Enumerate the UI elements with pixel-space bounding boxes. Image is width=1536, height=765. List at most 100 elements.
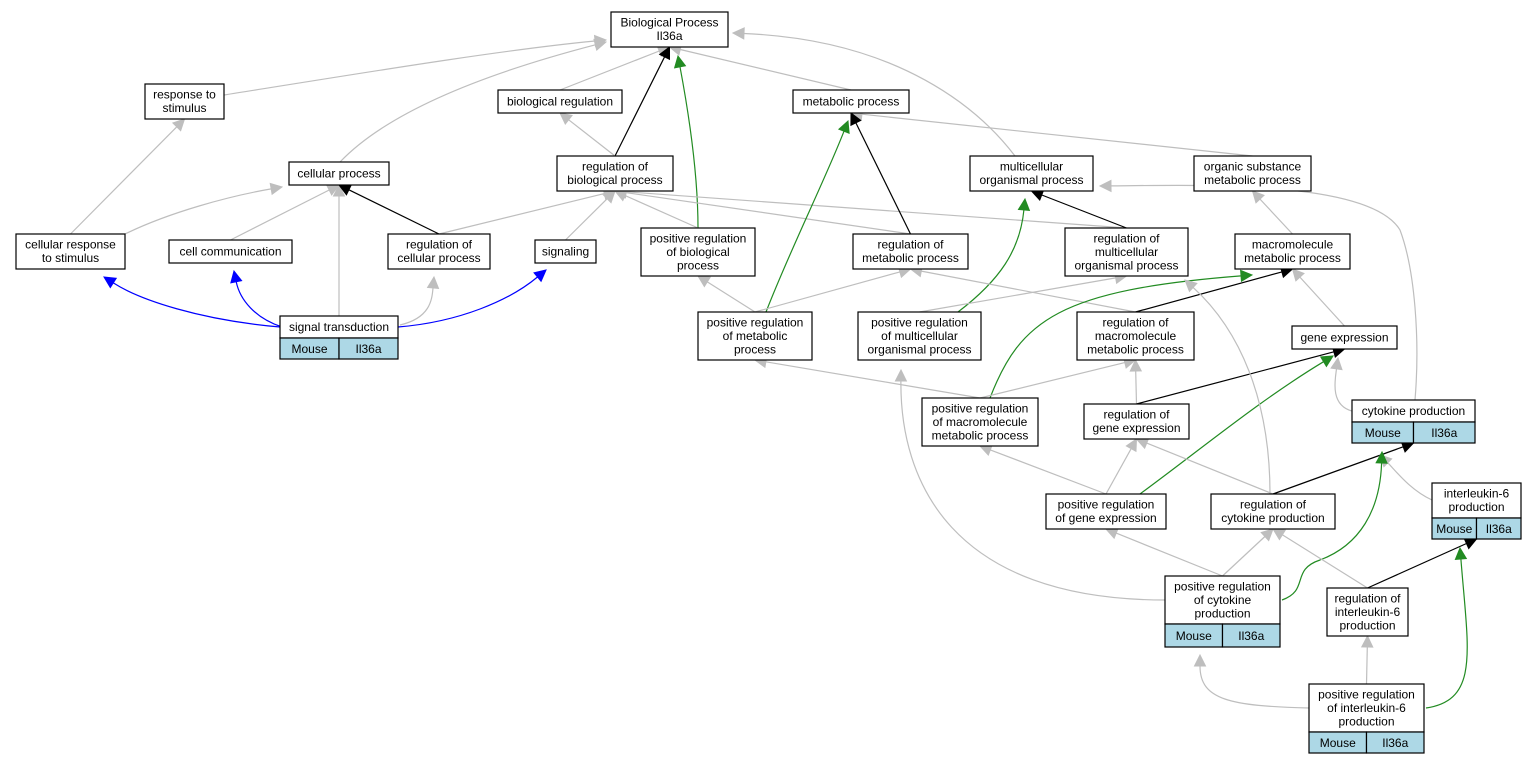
node-box xyxy=(1164,575,1281,625)
node-box xyxy=(1193,155,1312,192)
node-label: positive regulation xyxy=(650,231,747,245)
go-term-node-cellular-process[interactable]: cellular process xyxy=(288,161,390,186)
node-label: of interleukin-6 xyxy=(1327,701,1406,715)
edge-is-a xyxy=(1299,276,1345,327)
arrowhead-positively-regulates xyxy=(837,119,850,135)
go-term-node-signaling[interactable]: signaling xyxy=(534,239,597,264)
edge-is-a xyxy=(765,361,981,399)
node-box xyxy=(1083,403,1190,440)
edge-is-a xyxy=(624,194,699,229)
go-term-node-cell-comm[interactable]: cell communication xyxy=(168,239,293,264)
arrowhead-is-a xyxy=(559,112,573,126)
node-box xyxy=(640,227,756,277)
node-label: metabolic process xyxy=(1087,342,1184,356)
arrowhead-positively-regulates xyxy=(1319,355,1334,368)
arrowhead-regulates xyxy=(850,111,862,127)
node-label: Biological Process xyxy=(620,16,718,30)
node-label: multicellular xyxy=(1095,245,1158,259)
arrowhead-is-a xyxy=(426,275,440,290)
node-box xyxy=(534,239,597,264)
edge-is-a xyxy=(1365,646,1368,685)
arrowhead-is-a xyxy=(332,183,346,197)
edge-is-a xyxy=(743,32,1016,157)
edge-regulates xyxy=(855,122,912,235)
organism-label: Mouse xyxy=(1365,426,1401,440)
edge-is-a xyxy=(230,189,330,241)
node-label: of gene expression xyxy=(1055,511,1156,525)
gene-cell xyxy=(338,337,399,360)
node-label: cellular response xyxy=(25,238,116,252)
node-label: multicellular xyxy=(1000,160,1063,174)
arrowhead-is-a xyxy=(1098,179,1112,193)
node-label: cytokine production xyxy=(1362,404,1465,418)
edge-is-a xyxy=(754,271,901,313)
edge-is-a xyxy=(979,362,1125,399)
node-label: macromolecule xyxy=(1252,238,1334,252)
node-label: of macromolecule xyxy=(933,415,1028,429)
edge-regulates xyxy=(1367,542,1467,589)
organism-label: Mouse xyxy=(1436,522,1472,536)
node-box xyxy=(1076,311,1195,361)
node-label: production xyxy=(1448,500,1504,514)
edge-is-a xyxy=(559,50,660,91)
edge-is-a xyxy=(1259,198,1293,235)
node-box xyxy=(15,233,126,270)
gene-cell xyxy=(1412,421,1476,444)
node-label: interleukin-6 xyxy=(1444,487,1510,501)
edge-is-a xyxy=(438,193,605,235)
edge-regulates xyxy=(1272,446,1404,495)
node-label: regulation of xyxy=(1093,231,1160,245)
node-label: signal transduction xyxy=(289,320,389,334)
edge-is-a xyxy=(706,281,756,313)
edge-is-a xyxy=(1135,370,1138,405)
arrowhead-is-a xyxy=(894,368,908,382)
arrowhead-is-a xyxy=(593,38,608,52)
arrowhead-regulates xyxy=(658,45,670,61)
edge-is-a xyxy=(1281,534,1368,589)
node-label: production xyxy=(1338,714,1394,728)
gene-label: Il36a xyxy=(1486,522,1512,536)
edge-regulates xyxy=(1135,271,1283,313)
node-box xyxy=(497,89,623,114)
arrowhead-is-a xyxy=(269,182,284,196)
gene-cell xyxy=(1475,517,1522,540)
organism-label: Mouse xyxy=(291,342,327,356)
node-box xyxy=(144,83,225,120)
arrowhead-is-a xyxy=(1184,279,1198,293)
edge-part-of xyxy=(112,282,281,328)
arrowhead-positively-regulates xyxy=(1454,546,1468,560)
go-term-node-bio-reg[interactable]: biological regulation xyxy=(497,89,623,114)
go-term-node-metabolic[interactable]: metabolic process xyxy=(792,89,910,114)
node-label: regulation of xyxy=(1334,591,1401,605)
gene-cell xyxy=(1365,731,1425,754)
go-term-node-gene-expr[interactable]: gene expression xyxy=(1291,325,1398,350)
gene-label: Il36a xyxy=(1238,629,1264,643)
node-label: process xyxy=(677,258,719,272)
